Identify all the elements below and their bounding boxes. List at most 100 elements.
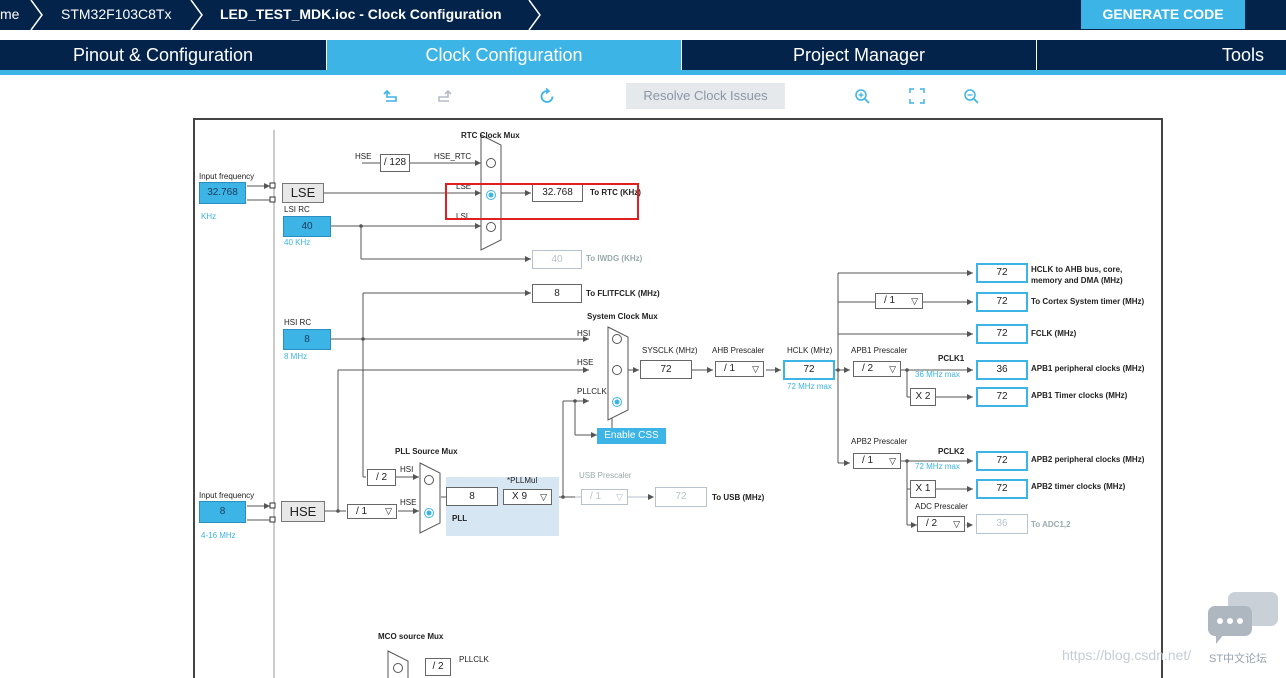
pclk1-label: PCLK1 [938, 354, 965, 363]
breadcrumb-current[interactable]: LED_TEST_MDK.ioc - Clock Configuration [220, 6, 502, 22]
chevron-down-icon: ▽ [752, 364, 759, 374]
apb1-peripheral-value[interactable]: 36 [976, 360, 1028, 380]
resolve-clock-issues-button[interactable]: Resolve Clock Issues [626, 83, 785, 109]
sysclk-label: SYSCLK (MHz) [642, 346, 698, 355]
ahb-prescaler-label: AHB Prescaler [712, 346, 765, 355]
hsi-label: HSI RC [284, 318, 312, 327]
pclk2-max: 72 MHz max [915, 462, 960, 471]
hse-input-label: Input frequency [199, 491, 255, 500]
zoom-out-icon[interactable] [963, 88, 979, 104]
rtc-lse-label: LSE [456, 182, 472, 191]
hclk-input-field[interactable]: 72 [783, 360, 835, 380]
usb-output-label: To USB (MHz) [712, 493, 765, 502]
hse-range: 4-16 MHz [201, 531, 236, 540]
redo-icon[interactable] [436, 88, 452, 104]
pll-hse-label: HSE [400, 498, 417, 507]
apb2-timer-multiplier: X 1 [910, 480, 936, 498]
tab-tools[interactable]: Tools [1221, 45, 1264, 65]
fit-screen-icon[interactable] [909, 88, 925, 104]
forum-label: ST中文论坛 [1209, 653, 1268, 665]
tab-project-manager[interactable]: Project Manager [792, 45, 926, 65]
pll-mux-title: PLL Source Mux [395, 447, 458, 456]
rtc-lsi-label: LSI [456, 212, 469, 221]
usb-prescaler-select[interactable]: / 1▽ [581, 489, 628, 505]
breadcrumb-chevron-icon [528, 0, 541, 30]
lse-input-label: Input frequency [199, 172, 255, 181]
rtc-hse-divider: / 128 [380, 154, 410, 172]
pll-hse-divider-select[interactable]: / 1▽ [347, 504, 397, 519]
apb1-prescaler-select[interactable]: / 2▽ [853, 361, 901, 377]
blog-watermark: https://blog.csdn.net/ [1062, 647, 1192, 663]
chevron-down-icon: ▽ [889, 364, 896, 374]
chevron-down-icon: ▽ [889, 456, 896, 466]
pclk1-max: 36 MHz max [915, 370, 960, 379]
mco-divider: / 2 [425, 658, 451, 676]
lse-input-field[interactable]: 32.768 [199, 182, 246, 204]
apb2-prescaler-select[interactable]: / 1▽ [853, 453, 901, 469]
cortex-timer-value[interactable]: 72 [976, 292, 1028, 312]
cortex-timer-label: To Cortex System timer (MHz) [1031, 297, 1145, 306]
lsi-value: 40 [283, 216, 331, 237]
pll-mux-shape [419, 462, 441, 534]
iwdg-output-value: 40 [532, 250, 582, 269]
rtc-output-label: To RTC (KHz) [590, 188, 641, 197]
adc-prescaler-select[interactable]: / 2▽ [917, 516, 965, 532]
pll-hsi-divider: / 2 [367, 469, 396, 486]
clock-tree-wiring [247, 130, 973, 678]
pll-input-value: 8 [446, 487, 498, 506]
apb2-timer-value[interactable]: 72 [976, 479, 1028, 499]
clock-tree-canvas: Input frequency 32.768 KHz LSE LSI RC 40… [193, 118, 1163, 678]
lse-unit: KHz [201, 212, 217, 221]
system-mux-title: System Clock Mux [587, 312, 658, 321]
generate-code-button[interactable]: GENERATE CODE [1081, 0, 1245, 29]
hclk-ahb-label-2: memory and DMA (MHz) [1031, 276, 1123, 285]
tab-pinout[interactable]: Pinout & Configuration [72, 45, 254, 65]
pll-label: PLL [452, 514, 468, 523]
apb2-peripheral-label: APB2 peripheral clocks (MHz) [1031, 455, 1145, 464]
mco-pllclk-label: PLLCLK [459, 655, 489, 664]
adc-prescaler-label: ADC Prescaler [915, 502, 968, 511]
breadcrumb-mcu[interactable]: STM32F103C8Tx [61, 6, 172, 22]
rtc-hse-label: HSE [355, 152, 372, 161]
lse-oscillator: LSE [282, 183, 324, 203]
pll-mul-select[interactable]: X 9▽ [503, 489, 552, 505]
tab-separator [1036, 40, 1037, 70]
chat-bubble-icon [1208, 592, 1278, 644]
zoom-in-icon[interactable] [854, 88, 870, 104]
flitf-output-value: 8 [532, 284, 582, 303]
undo-icon[interactable] [383, 88, 399, 104]
adc-output-value: 36 [976, 514, 1028, 534]
apb2-timer-label: APB2 timer clocks (MHz) [1031, 482, 1126, 491]
apb1-peripheral-label: APB1 peripheral clocks (MHz) [1031, 364, 1145, 373]
apb2-peripheral-value[interactable]: 72 [976, 451, 1028, 471]
pll-hsi-label: HSI [400, 465, 414, 474]
apb2-prescaler-label: APB2 Prescaler [851, 437, 908, 446]
tab-clock-configuration[interactable]: Clock Configuration [327, 40, 681, 70]
sysclk-value: 72 [640, 360, 692, 379]
adc-output-label: To ADC1,2 [1031, 520, 1071, 529]
hclk-ahb-value[interactable]: 72 [976, 263, 1028, 283]
pclk2-label: PCLK2 [938, 447, 965, 456]
pll-mul-label: *PLLMul [507, 476, 538, 485]
refresh-icon[interactable] [539, 88, 556, 105]
tab-separator [681, 40, 682, 70]
apb1-timer-value[interactable]: 72 [976, 387, 1028, 407]
rtc-mux-title: RTC Clock Mux [461, 131, 520, 140]
breadcrumb-home[interactable]: me [0, 6, 20, 22]
lsi-label: LSI RC [284, 205, 310, 214]
hclk-max: 72 MHz max [787, 382, 832, 391]
top-bar: me STM32F103C8Tx LED_TEST_MDK.ioc - Cloc… [0, 0, 1286, 30]
hse-input-field[interactable]: 8 [199, 501, 246, 523]
hse-rtc-label: HSE_RTC [434, 152, 472, 161]
lsi-range: 40 KHz [284, 238, 311, 247]
fclk-value[interactable]: 72 [976, 324, 1028, 344]
iwdg-output-label: To IWDG (KHz) [586, 254, 643, 263]
mco-mux-title: MCO source Mux [378, 632, 444, 641]
apb1-timer-multiplier: X 2 [910, 388, 936, 406]
cortex-divider-select[interactable]: / 1▽ [875, 293, 923, 309]
breadcrumb-chevron-icon [30, 0, 43, 30]
ahb-prescaler-select[interactable]: / 1▽ [715, 361, 764, 377]
rtc-output-value: 32.768 [532, 184, 583, 202]
chevron-down-icon: ▽ [953, 519, 960, 529]
enable-css-button[interactable]: Enable CSS [597, 428, 666, 444]
